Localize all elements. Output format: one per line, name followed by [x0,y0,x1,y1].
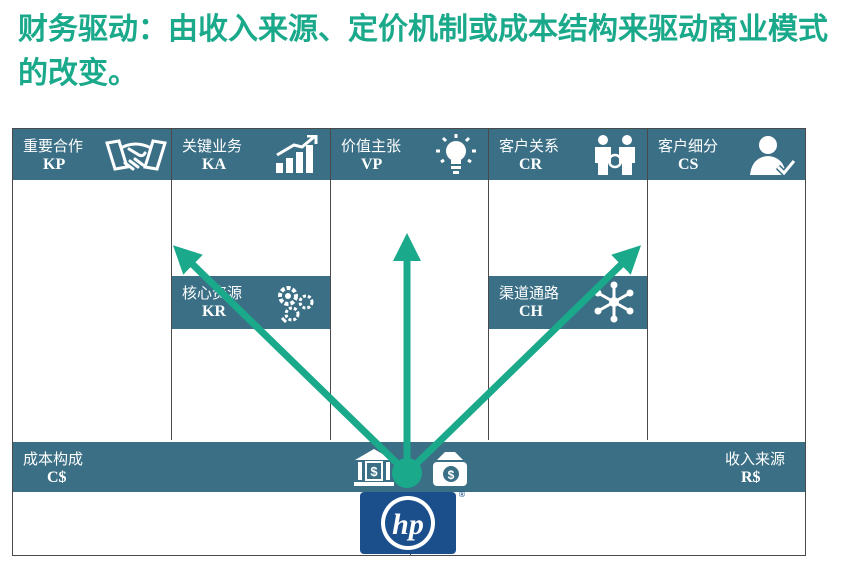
arrow-to-cr [404,245,642,476]
business-model-canvas: 重要合作 KP 关键业务 KA 价值主张 VP [12,128,806,556]
header-kp: 重要合作 KP [13,129,171,180]
network-icon [594,281,634,323]
arrow-to-ka [172,245,410,476]
lightbulb-icon [436,134,476,174]
people-icon [595,135,635,175]
ch-code: CH [519,303,543,320]
cost-label: 成本构成 [23,450,84,468]
kr-code: KR [202,303,226,320]
ch-label: 渠道通路 [499,284,560,302]
header-vp: 价值主张 VP [331,129,488,180]
vp-label: 价值主张 [341,137,402,155]
arrow-origin [392,458,422,488]
money-bag-icon: $ [433,452,467,486]
cs-label: 客户细分 [658,137,719,155]
arrows-overlay [172,233,642,488]
growth-chart-icon [276,135,318,173]
bank-icon: $ [354,449,394,486]
divider [647,129,648,440]
kp-label: 重要合作 [23,137,84,155]
hp-logo: hp [360,492,456,554]
vp-code: VP [361,156,383,173]
cost-code: C$ [47,469,67,486]
user-check-icon [750,136,796,177]
gears-icon [278,286,314,324]
svg-text:$: $ [448,468,455,482]
cs-code: CS [678,156,699,173]
ka-label: 关键业务 [182,137,243,155]
revenue-label: 收入来源 [725,450,786,468]
page-title: 财务驱动：由收入来源、定价机制或成本结构来驱动商业模式的改变。 [18,12,828,91]
handshake-icon [105,139,167,171]
svg-text:$: $ [370,464,378,479]
divider [488,129,489,440]
cr-label: 客户关系 [499,137,560,155]
divider [171,129,172,440]
cr-code: CR [519,156,543,173]
hp-logo-text: hp [392,508,424,541]
header-cr: 客户关系 CR [489,129,647,180]
revenue-code: R$ [741,469,761,486]
hp-logo-mark: hp [381,496,435,550]
divider [330,129,331,440]
registered-mark: ® [458,490,466,499]
ka-code: KA [202,156,226,173]
kp-code: KP [43,156,66,173]
header-cs: 客户细分 CS [648,129,805,180]
header-ka: 关键业务 KA [172,129,330,180]
